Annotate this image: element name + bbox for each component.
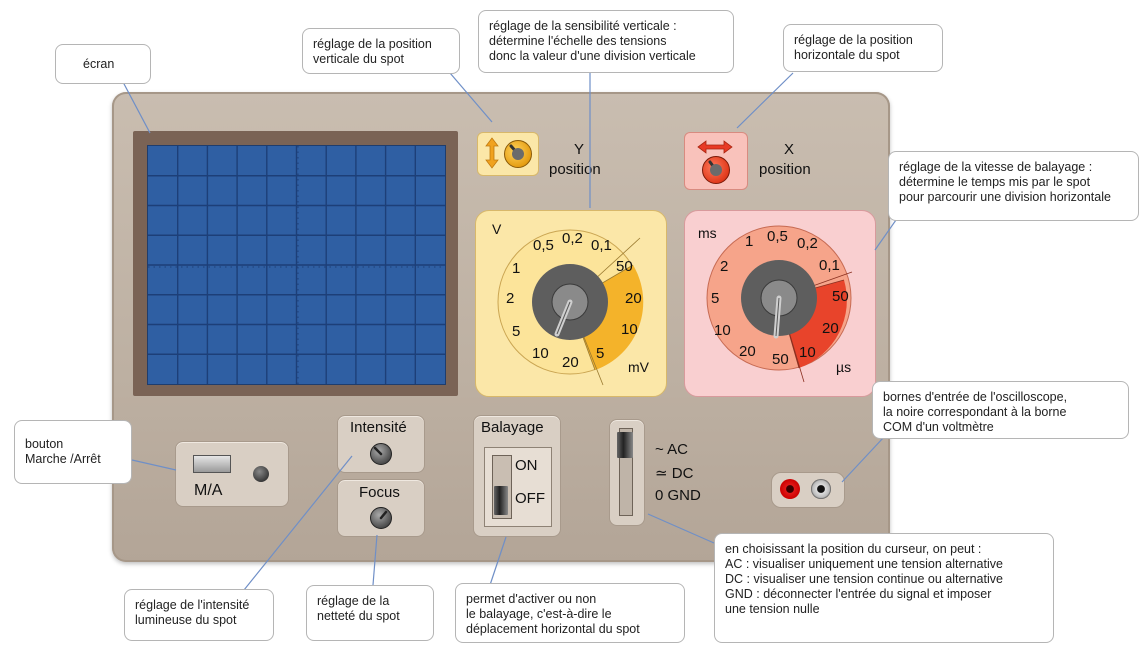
- volt-tick: 10: [532, 345, 549, 362]
- intensity-label: Intensité: [350, 419, 407, 436]
- volt-unit-mv: mV: [628, 359, 649, 375]
- horizontal-arrow-icon: [697, 140, 733, 159]
- callout-nettete: réglage de la netteté du spot: [306, 585, 434, 641]
- coupling-ac-label: ~ AC: [655, 441, 688, 458]
- power-indicator-light: [253, 466, 269, 482]
- x-position-label: position: [759, 161, 811, 178]
- callout-balayage-vitesse: réglage de la vitesse de balayage : déte…: [888, 151, 1139, 221]
- sweep-off-label: OFF: [515, 490, 545, 507]
- time-tick: 0,5: [767, 228, 788, 245]
- time-tick: 10: [714, 322, 731, 339]
- time-tick: 20: [822, 320, 839, 337]
- callout-bornes: bornes d'entrée de l'oscilloscope, la no…: [872, 381, 1129, 439]
- callout-ecran: écran: [55, 44, 151, 84]
- red-terminal[interactable]: [780, 479, 800, 499]
- callout-y-position: réglage de la position verticale du spot: [302, 28, 460, 74]
- callout-bouton: bouton Marche /Arrêt: [14, 420, 132, 484]
- callout-sensibilite: réglage de la sensibilité verticale : dé…: [478, 10, 734, 73]
- time-dial-face: [706, 225, 853, 383]
- x-label: X: [784, 141, 795, 158]
- volt-tick: 5: [596, 345, 605, 362]
- y-label: Y: [574, 141, 585, 158]
- coupling-slider-handle[interactable]: [617, 432, 633, 458]
- focus-knob[interactable]: [370, 507, 392, 529]
- vertical-arrow-icon: [484, 137, 500, 174]
- callout-curseur: en choisissant la position du curseur, o…: [714, 533, 1054, 643]
- sweep-on-label: ON: [515, 457, 538, 474]
- coupling-dc-label: ≃ DC: [655, 465, 694, 482]
- sweep-switch-handle[interactable]: [494, 486, 508, 515]
- screen: [147, 145, 446, 385]
- black-com-terminal[interactable]: [811, 479, 831, 499]
- volt-tick: 0,5: [533, 237, 554, 254]
- time-tick: 50: [832, 288, 849, 305]
- callout-intensite: réglage de l'intensité lumineuse du spot: [124, 589, 274, 641]
- volt-dial-face: [497, 229, 644, 386]
- y-position-label: position: [549, 161, 601, 178]
- volt-tick: 50: [616, 258, 633, 275]
- time-tick: 5: [711, 290, 720, 307]
- volt-tick: 1: [512, 260, 521, 277]
- volt-tick: 2: [506, 290, 515, 307]
- power-switch[interactable]: [193, 455, 231, 473]
- time-dial[interactable]: ms µs 1 0,5 0,2 2 0,1 5 50 10 20 20 50 1…: [684, 210, 874, 395]
- time-tick: 1: [745, 233, 754, 250]
- time-unit-us: µs: [836, 359, 852, 375]
- time-tick: 0,2: [797, 235, 818, 252]
- time-tick: 20: [739, 343, 756, 360]
- volt-tick: 20: [562, 354, 579, 371]
- time-tick: 50: [772, 351, 789, 368]
- callout-x-position: réglage de la position horizontale du sp…: [783, 24, 943, 72]
- screen-grid: [148, 146, 445, 384]
- sweep-label: Balayage: [481, 419, 544, 436]
- focus-label: Focus: [359, 484, 400, 501]
- volt-tick: 20: [625, 290, 642, 307]
- time-tick: 10: [799, 344, 816, 361]
- y-position-knob[interactable]: [504, 140, 532, 168]
- time-tick: 2: [720, 258, 729, 275]
- coupling-gnd-label: 0 GND: [655, 487, 701, 504]
- x-position-knob[interactable]: [702, 156, 730, 184]
- volt-tick: 0,1: [591, 237, 612, 254]
- volt-tick: 0,2: [562, 230, 583, 247]
- volt-tick: 10: [621, 321, 638, 338]
- volt-unit-v: V: [492, 221, 502, 237]
- callout-balayage: permet d'activer ou non le balayage, c'e…: [455, 583, 685, 643]
- volt-dial[interactable]: V mV 0,5 0,2 0,1 1 50 2 20 5 10 10 20 5: [475, 210, 665, 395]
- power-label: M/A: [194, 482, 223, 499]
- time-tick: 0,1: [819, 257, 840, 274]
- volt-tick: 5: [512, 323, 521, 340]
- time-unit-ms: ms: [698, 225, 717, 241]
- intensity-knob[interactable]: [370, 443, 392, 465]
- power-panel: [175, 441, 289, 507]
